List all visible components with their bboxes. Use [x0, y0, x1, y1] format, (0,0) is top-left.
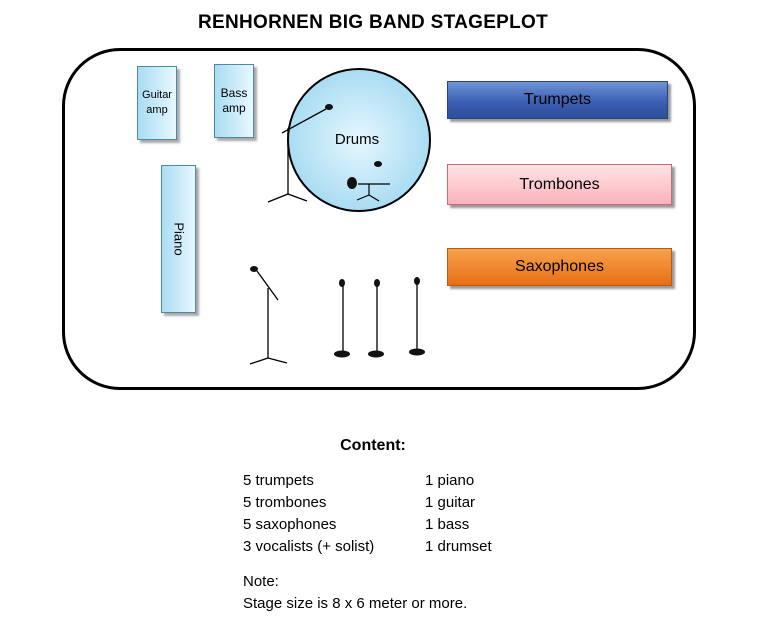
saxophones-section: Saxophones [447, 248, 672, 286]
content-item: 1 drumset [425, 538, 492, 555]
bass-amp-label-line2: amp [222, 101, 246, 115]
drum-mic-icon [374, 161, 382, 167]
piano: Piano [161, 165, 196, 313]
trumpets-label: Trumpets [524, 91, 591, 108]
content-item: 5 trumpets [243, 472, 314, 489]
piano-label: Piano [171, 222, 186, 256]
note-text: Stage size is 8 x 6 meter or more. [243, 595, 468, 612]
content-item: 5 trombones [243, 494, 327, 511]
content-item: 1 bass [425, 516, 470, 533]
guitar-amp: Guitar amp [137, 66, 177, 140]
page-title: RENHORNEN BIG BAND STAGEPLOT [197, 12, 549, 33]
straight-mic-stand-icon [368, 279, 384, 358]
drum-throne-icon [347, 177, 390, 202]
content-item: 1 guitar [425, 494, 476, 511]
guitar-amp-label-line2: amp [146, 104, 168, 116]
straight-mic-stand-icon [409, 277, 425, 356]
note: Note: Stage size is 8 x 6 meter or more. [243, 571, 467, 615]
content-list-left: 5 trumpets 5 trombones 5 saxophones 3 vo… [243, 470, 374, 558]
bass-amp-label-line1: Bass [220, 86, 248, 100]
boom-mic-stand-icon [267, 104, 333, 203]
stage-outline [62, 48, 696, 390]
trumpets-section: Trumpets [447, 81, 668, 119]
straight-mic-stand-icon [334, 279, 350, 358]
note-label: Note: [243, 573, 279, 590]
content-item: 5 saxophones [243, 516, 337, 533]
saxophones-label: Saxophones [515, 258, 604, 275]
vocal-boom-mic-stand-icon [249, 266, 288, 365]
bass-amp: Bass amp [214, 64, 254, 138]
trombones-label: Trombones [519, 175, 600, 193]
guitar-amp-label-line1: Guitar [142, 89, 172, 101]
trombones-section: Trombones [447, 164, 672, 205]
content-heading: Content: [340, 437, 406, 454]
content-list-right: 1 piano 1 guitar 1 bass 1 drumset [425, 470, 492, 558]
content-item: 1 piano [425, 472, 475, 489]
content-item: 3 vocalists (+ solist) [243, 538, 375, 555]
drums-label: Drums [335, 131, 379, 148]
